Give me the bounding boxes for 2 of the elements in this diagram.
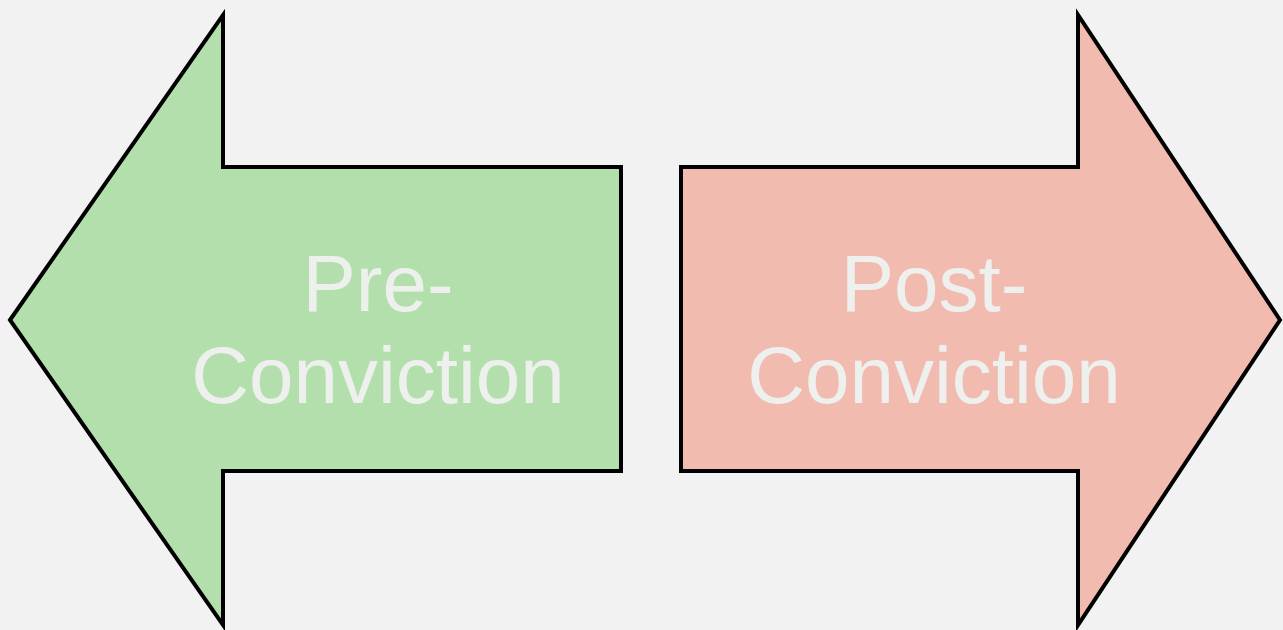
arrow-label: Pre- Conviction [190,238,566,422]
arrow-label: Post- Conviction [746,238,1122,422]
